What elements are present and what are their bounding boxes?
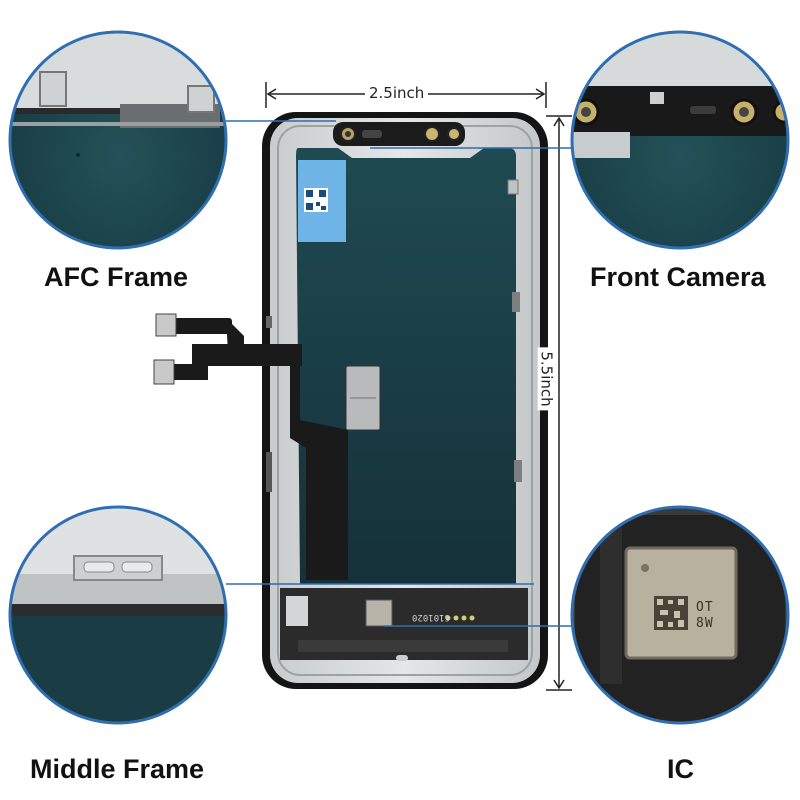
front-camera-detail [570,30,790,250]
front-camera-label: Front Camera [590,262,766,292]
pcb-marking: 6101020 [412,612,450,622]
middle-frame-label: Middle Frame [30,754,205,784]
ic-chip-detail [570,505,790,725]
afc-frame-label: AFC Frame [44,262,189,292]
height-dimension-line [546,115,572,691]
phone-screen-assembly [153,112,548,689]
width-dimension-label: 2.5inch [365,84,429,102]
ic-marking-line-1: OT [696,600,714,615]
afc-frame-detail [8,30,228,250]
ic-label: IC [667,754,694,784]
callout-connectors [226,120,572,627]
height-dimension-label: 5.5inch [537,347,556,411]
middle-frame-detail [8,505,228,725]
ic-marking-line-2: 8W [696,616,714,631]
